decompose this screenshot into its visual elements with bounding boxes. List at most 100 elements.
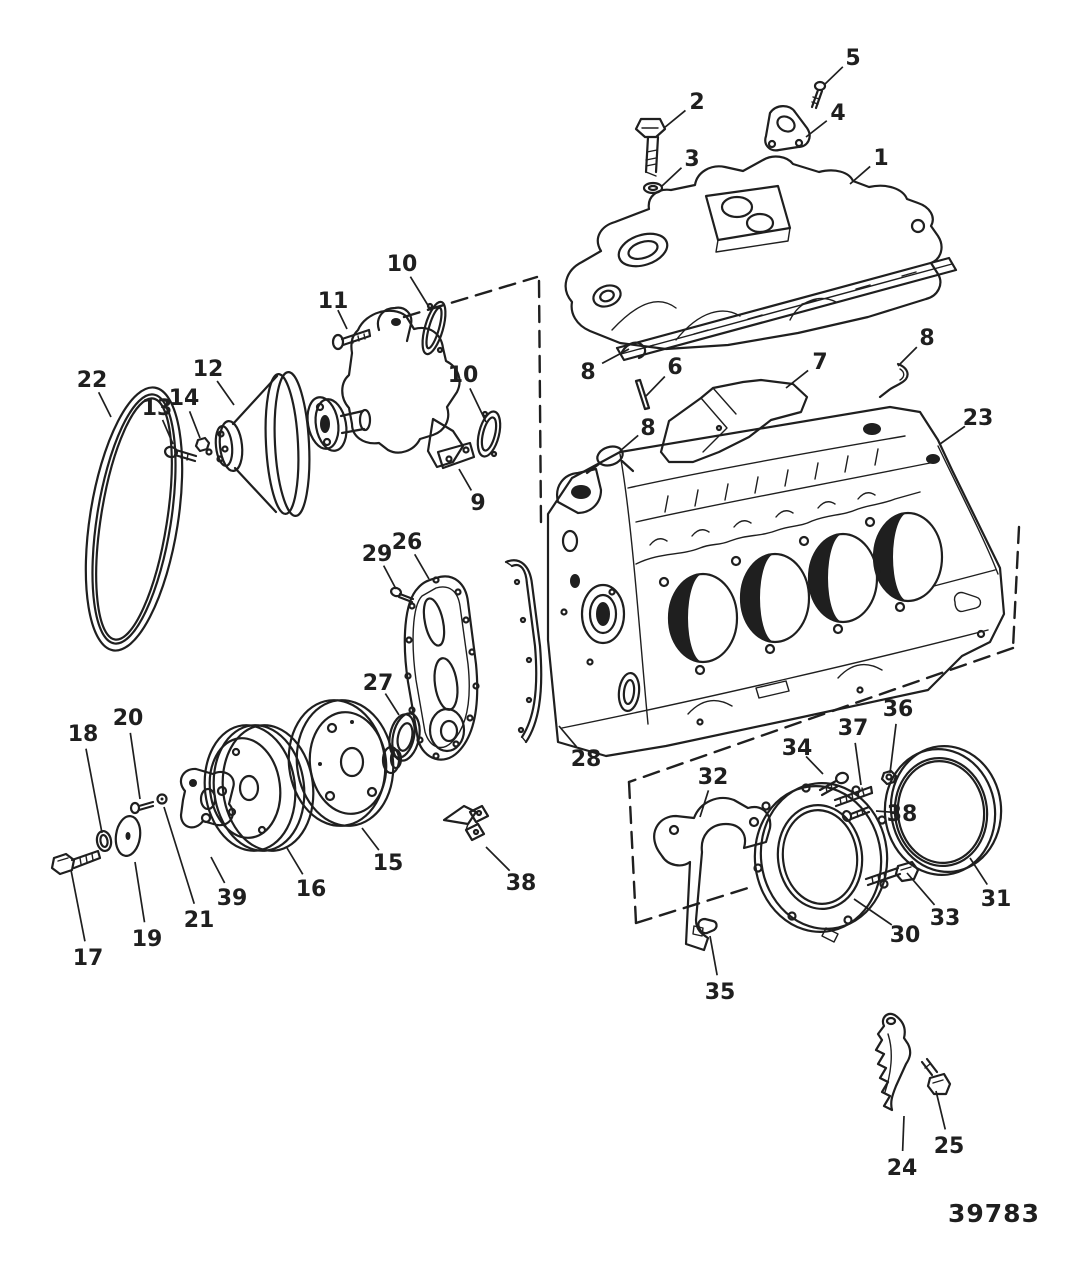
callout-29-bolt: 29: [362, 542, 393, 567]
leader-line-10b: [469, 388, 487, 423]
callout-13-bolt: 13: [142, 396, 173, 421]
washer-19: [114, 815, 142, 857]
callout-8a-wire-clip: 8: [580, 360, 595, 385]
leader-line-14: [188, 411, 201, 439]
callout-23-cylinder-block: 23: [963, 406, 994, 431]
bolt-33: [864, 860, 920, 887]
leader-line-39: [210, 856, 226, 884]
leader-line-11: [337, 309, 348, 330]
callout-8b-wire-clip: 8: [640, 416, 655, 441]
leader-line-28: [558, 725, 578, 748]
leader-line-27: [384, 693, 400, 716]
front-oil-seal: [388, 712, 421, 762]
rear-oil-seal: [883, 745, 1003, 876]
screw-20: [129, 800, 155, 815]
callout-26-timing-cover: 26: [392, 530, 423, 555]
callout-20-screw: 20: [113, 706, 144, 731]
bolt-29: [390, 586, 415, 604]
leader-line-9: [458, 468, 473, 491]
leader-line-8a: [601, 348, 630, 365]
leader-line-17: [70, 869, 86, 942]
leader-line-13: [161, 419, 174, 445]
leader-line-25: [935, 1090, 947, 1130]
leader-line-6: [645, 375, 666, 397]
callout-6-dowel-pin: 6: [667, 355, 682, 380]
valley-baffle: [659, 378, 809, 464]
callout-30-rear-seal-housing: 30: [890, 923, 921, 948]
manifold-gasket-strip: [615, 256, 958, 362]
callout-4-lifting-bracket: 4: [830, 101, 845, 126]
callout-12-pulley-flange: 12: [193, 357, 224, 382]
leader-line-30: [853, 898, 893, 926]
callout-32-housing-gasket: 32: [698, 765, 729, 790]
callout-35-dowel-pin: 35: [705, 980, 736, 1005]
callout-25-bolt: 25: [934, 1134, 965, 1159]
leader-line-31: [969, 857, 988, 886]
leader-line-35: [709, 935, 718, 976]
wire-clip-c: [878, 362, 909, 399]
leader-line-15: [361, 827, 380, 851]
callout-1-intake-manifold: 1: [873, 146, 888, 171]
leader-line-22: [97, 391, 112, 418]
callout-37-stud: 37: [838, 716, 869, 741]
bolt-11: [331, 328, 372, 351]
water-pump: [306, 306, 476, 470]
curved-bracket: [874, 1012, 912, 1112]
dowel-pin-35: [697, 917, 718, 935]
leader-line-8c: [897, 346, 918, 367]
leader-line-4: [805, 120, 828, 138]
screw-5: [810, 80, 827, 110]
leader-line-26: [413, 553, 430, 580]
drive-belt: [84, 386, 184, 652]
leader-line-8b: [619, 434, 639, 452]
leader-line-18: [85, 748, 103, 834]
leader-line-21: [163, 806, 196, 904]
leader-line-33: [906, 872, 936, 906]
leader-line-10a: [409, 276, 430, 308]
housing-gasket: [653, 796, 772, 952]
callout-10b-pump-gasket: 10: [448, 363, 479, 388]
leader-line-37: [854, 742, 862, 786]
leader-line-19: [134, 861, 146, 923]
leader-line-20: [129, 732, 141, 800]
callout-38b-clip-bracket: 38: [506, 871, 537, 896]
clip-bracket-center: [442, 804, 490, 842]
callout-19-washer: 19: [132, 927, 163, 952]
callout-2-manifold-bolt: 2: [689, 90, 704, 115]
callout-27-front-oil-seal: 27: [363, 671, 394, 696]
callout-8c-wire-clip: 8: [919, 326, 934, 351]
leader-line-3: [661, 167, 683, 187]
small-washer-21: [156, 793, 168, 805]
figure-number: 39783: [948, 1199, 1040, 1228]
callout-18-lock-washer: 18: [68, 722, 99, 747]
nut-14: [194, 436, 213, 456]
callout-14-nut: 14: [169, 386, 200, 411]
callout-34-screw: 34: [782, 736, 813, 761]
leader-line-36: [889, 723, 897, 774]
callout-31-rear-oil-seal: 31: [981, 887, 1012, 912]
leader-line-32: [699, 790, 710, 818]
pump-gasket-lower: [476, 410, 502, 458]
bolt-17: [50, 849, 102, 876]
intake-manifold: [564, 155, 943, 351]
leader-line-38b: [485, 846, 511, 872]
timing-cover: [403, 575, 480, 761]
callout-24-curved-bracket: 24: [887, 1156, 918, 1181]
pulley-flange-cone: [214, 370, 311, 518]
spacer-plate: [179, 767, 235, 829]
pump-gasket-upper: [421, 300, 447, 356]
cover-gasket: [504, 559, 543, 744]
cylinder-block: [546, 405, 1006, 758]
callout-10a-pump-gasket: 10: [387, 252, 418, 277]
leader-line-5: [823, 66, 844, 86]
wire-clip-a: [620, 341, 647, 360]
leader-line-1: [849, 165, 871, 185]
callout-38a-screw: 38: [887, 802, 918, 827]
callout-7-valley-baffle: 7: [812, 350, 827, 375]
lock-washer-18: [95, 829, 113, 853]
callout-28-cover-gasket: 28: [571, 747, 602, 772]
lifting-bracket: [764, 105, 811, 152]
